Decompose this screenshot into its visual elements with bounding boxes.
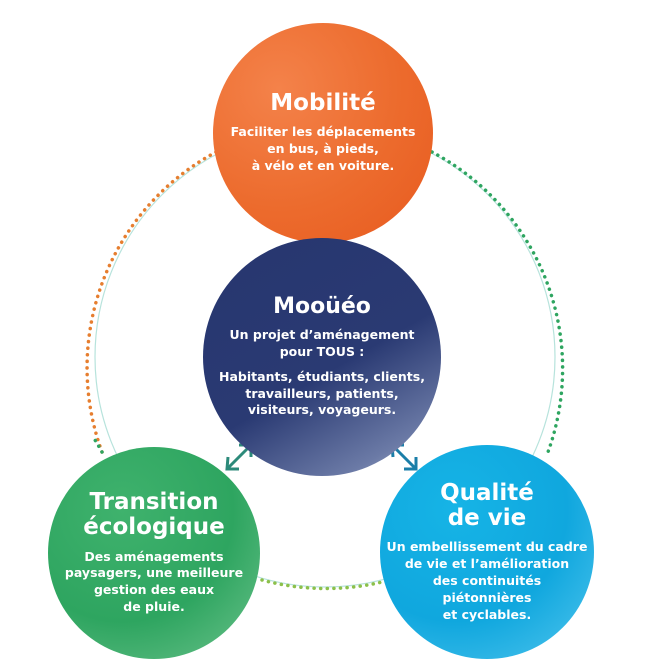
center-intro-line: pour TOUS : [279, 343, 365, 359]
transition-line: Des aménagements [84, 548, 224, 564]
transition-description: Des aménagements paysagers, une meilleur… [65, 549, 243, 617]
mobilite-line: en bus, à pieds, [267, 141, 379, 157]
qualite-line: de vie et l’amélioration [404, 555, 570, 571]
qualite-circle: Qualité de vie Un embellissement du cadr… [380, 445, 594, 659]
mobilite-circle: Mobilité Faciliter les déplacements en b… [213, 23, 433, 243]
qualite-line: piétonnières [442, 589, 532, 605]
center-intro: Un projet d’aménagement pour TOUS : [230, 327, 415, 361]
mobilite-line: à vélo et en voiture. [251, 158, 395, 174]
center-audience-line: travailleurs, patients, [245, 385, 399, 401]
transition-line: de pluie. [123, 599, 185, 615]
transition-line: paysagers, une meilleure [64, 565, 244, 581]
center-audience-line: visiteurs, voyageurs. [247, 402, 397, 418]
center-intro-line: Un projet d’aménagement [229, 326, 415, 342]
qualite-description: Un embellissement du cadre de vie et l’a… [387, 539, 588, 623]
transition-circle: Transition écologique Des aménagements p… [48, 447, 260, 659]
qualite-line: Un embellissement du cadre [386, 539, 588, 555]
mobilite-line: Faciliter les déplacements [230, 124, 416, 140]
center-title: Mooüéo [273, 293, 371, 319]
dotted-arc-mobilite-qualite [430, 150, 565, 454]
qualite-line: et cyclables. [442, 606, 532, 622]
qualite-line: des continuités [432, 572, 542, 588]
qualite-title-line: de vie [447, 504, 527, 531]
mobilite-description: Faciliter les déplacements en bus, à pie… [231, 124, 416, 175]
mobilite-title: Mobilité [270, 90, 376, 117]
transition-line: gestion des eaux [93, 582, 215, 598]
qualite-title-line: Qualité [440, 479, 534, 506]
transition-title: Transition écologique [83, 488, 225, 541]
center-audience: Habitants, étudiants, clients, travaille… [219, 369, 425, 420]
center-circle: Mooüéo Un projet d’aménagement pour TOUS… [203, 238, 441, 476]
dotted-arc-mobilite-ecologique [85, 150, 218, 454]
dotted-arc-ecologique-start [93, 438, 104, 454]
qualite-title: Qualité de vie [440, 479, 534, 532]
center-audience-line: Habitants, étudiants, clients, [219, 368, 425, 384]
transition-title-line: écologique [83, 514, 225, 541]
transition-title-line: Transition [89, 488, 219, 515]
dotted-arc-ecologique-qualite [260, 578, 392, 591]
